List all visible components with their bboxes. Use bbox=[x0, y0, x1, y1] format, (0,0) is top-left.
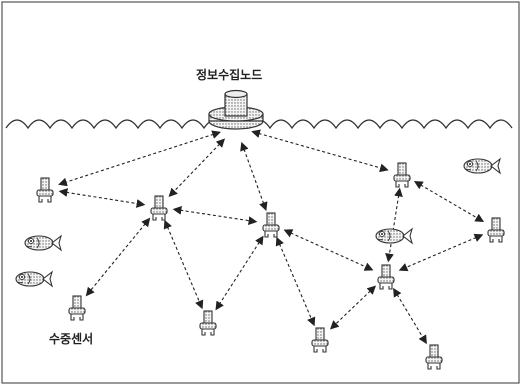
link-arrow bbox=[215, 235, 264, 311]
sensor-node-icon bbox=[311, 327, 329, 353]
link-arrow bbox=[413, 180, 485, 223]
link-arrow bbox=[275, 236, 316, 327]
link-arrow bbox=[240, 141, 268, 212]
link-arrow bbox=[172, 206, 258, 225]
link-arrow bbox=[385, 187, 403, 263]
fish-icon bbox=[15, 270, 53, 288]
sensor-nodes bbox=[36, 162, 505, 370]
link-arrow bbox=[58, 188, 146, 208]
sensor-node-icon bbox=[150, 195, 168, 221]
sensor-node-icon bbox=[262, 212, 280, 238]
sensor-node-icon bbox=[393, 162, 411, 188]
link-arrow bbox=[251, 129, 389, 173]
fish-icon bbox=[24, 234, 62, 252]
sink-node-icon bbox=[208, 89, 264, 130]
fish-icon bbox=[375, 227, 413, 245]
link-arrow bbox=[163, 219, 204, 310]
link-arrow bbox=[393, 287, 427, 345]
link-arrow bbox=[283, 229, 374, 271]
link-arrow bbox=[329, 285, 377, 330]
sensor-node-icon bbox=[36, 177, 54, 203]
sensor-label: 수중센서 bbox=[49, 332, 94, 346]
sensor-node-icon bbox=[377, 264, 395, 290]
fish-group bbox=[15, 157, 501, 288]
sensor-node-icon bbox=[199, 310, 217, 336]
link-arrow bbox=[398, 233, 484, 272]
sensor-node-icon bbox=[68, 295, 86, 321]
sensor-links bbox=[58, 129, 485, 345]
link-arrow bbox=[58, 130, 221, 187]
sink-node-label: 정보수집노드 bbox=[196, 68, 263, 82]
link-arrow bbox=[85, 217, 151, 297]
sensor-node-icon bbox=[425, 344, 443, 370]
sensor-node-icon bbox=[487, 217, 505, 243]
link-arrow bbox=[168, 138, 226, 198]
fish-icon bbox=[463, 157, 501, 175]
